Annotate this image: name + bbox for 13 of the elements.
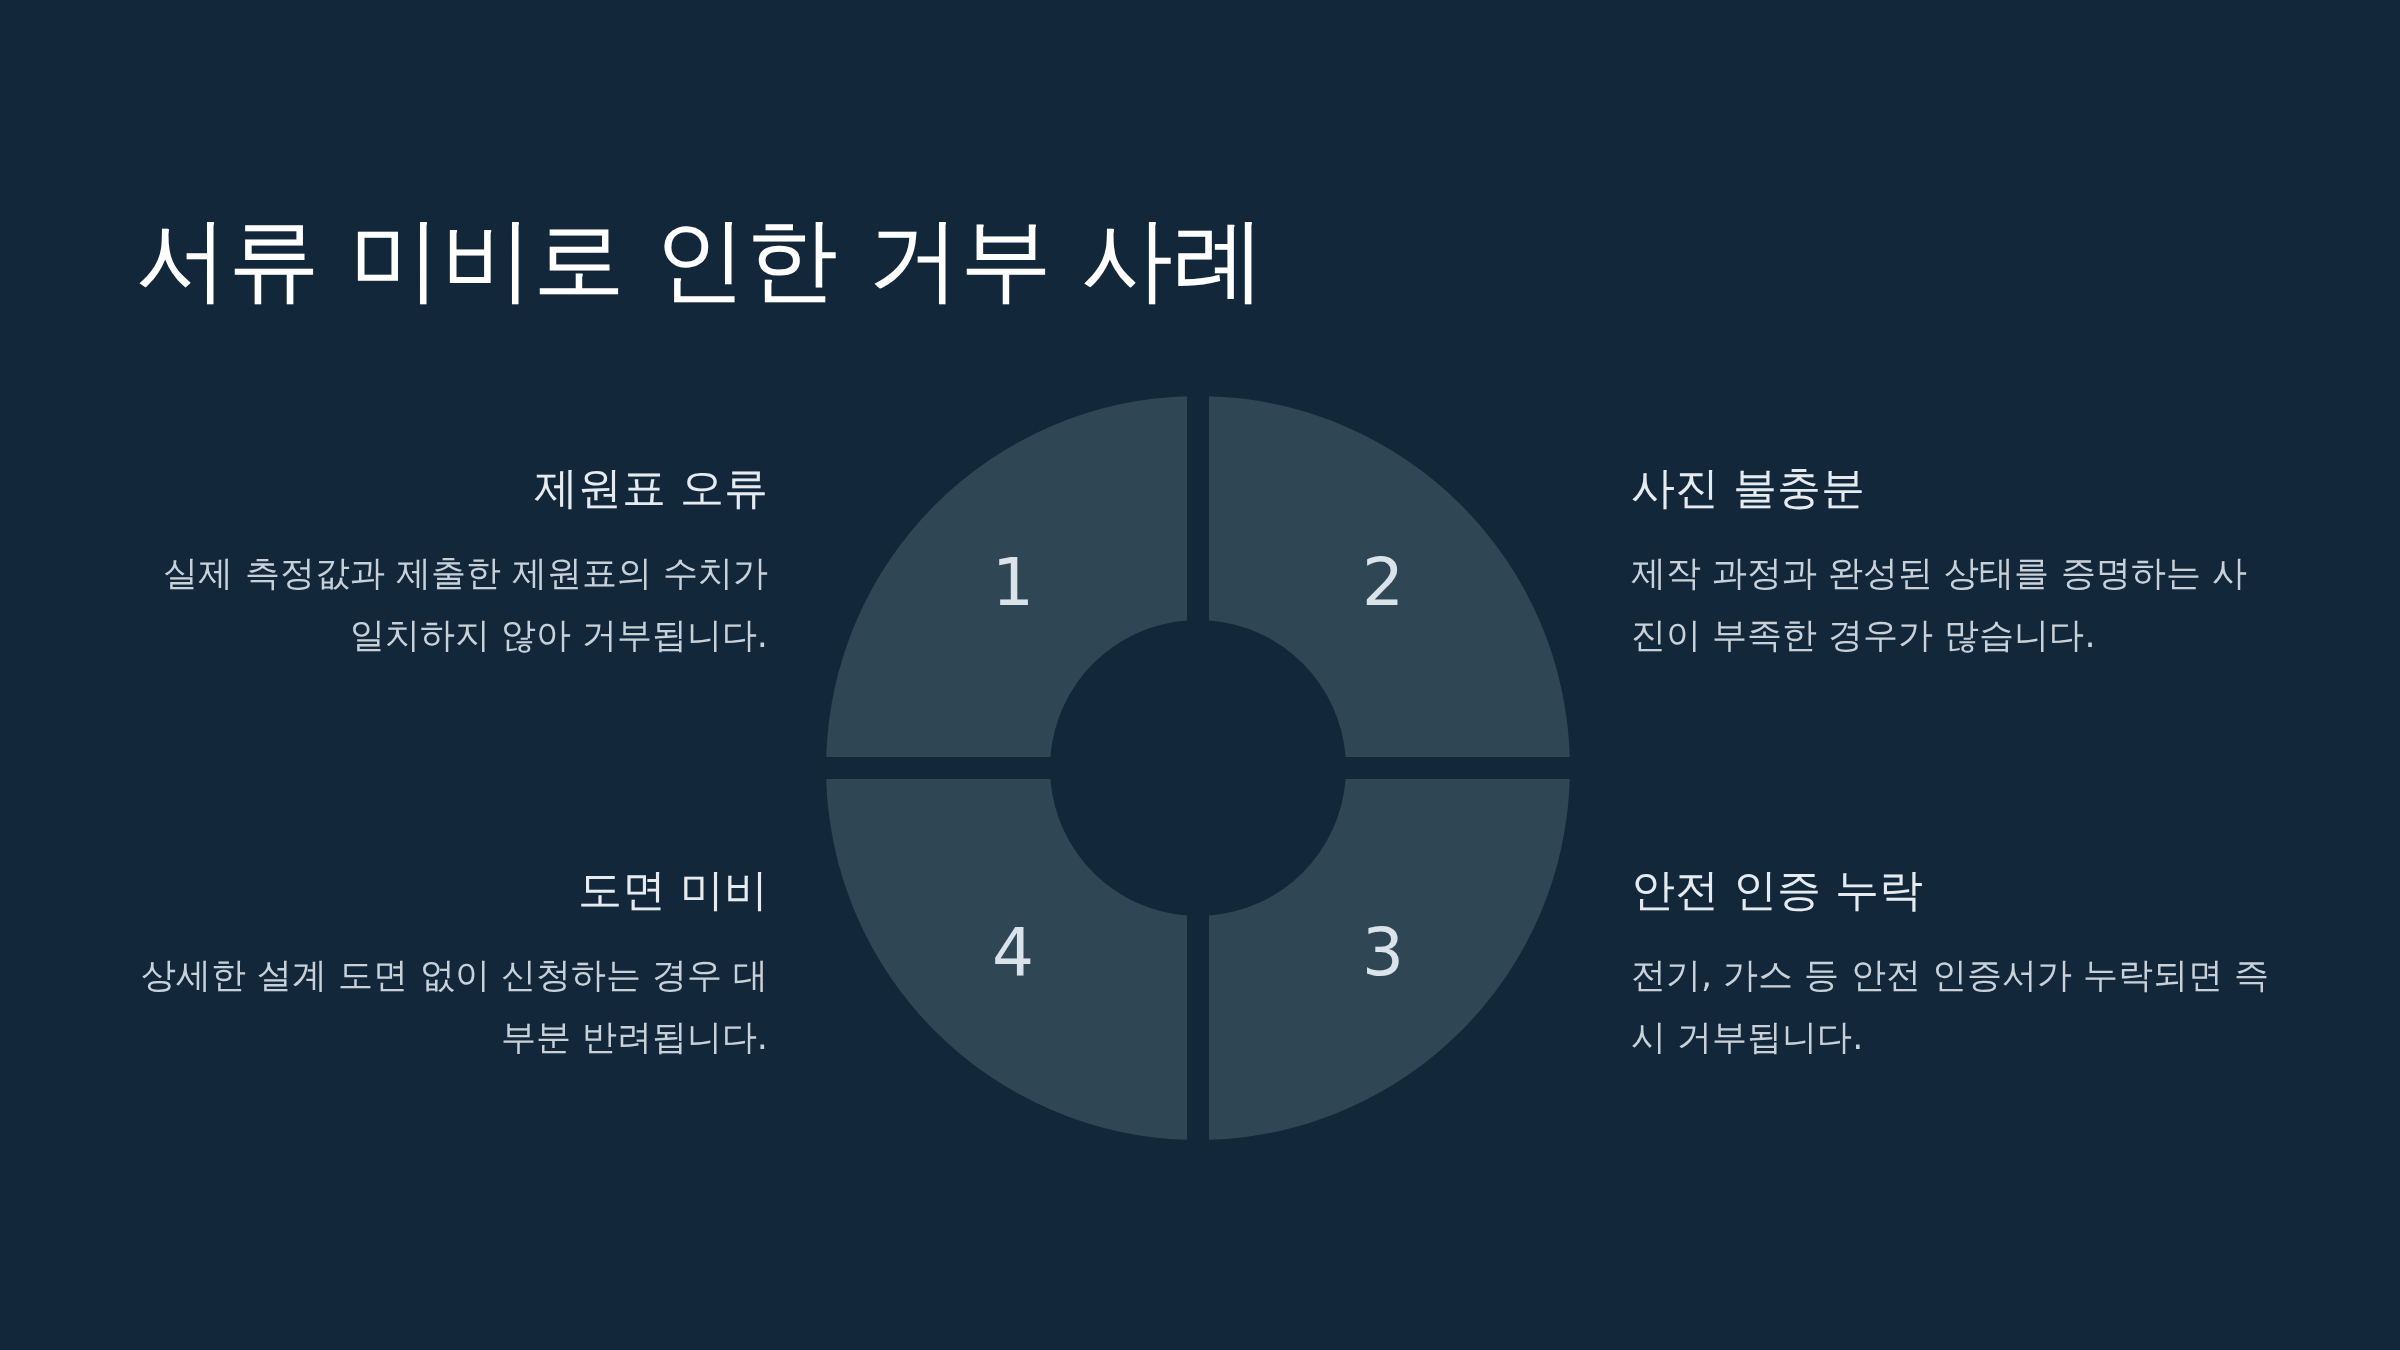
item-description: 제작 과정과 완성된 상태를 증명하는 사진이 부족한 경우가 많습니다. <box>1631 552 2248 657</box>
step-number: 1 <box>992 550 1034 616</box>
item-heading: 제원표 오류 <box>533 462 768 515</box>
step-number: 3 <box>1362 920 1404 986</box>
step-number: 2 <box>1362 550 1404 616</box>
step-number: 4 <box>992 920 1034 986</box>
slide-title: 서류 미비로 인한 거부 사례 <box>136 205 1265 315</box>
item-heading: 사진 불충분 <box>1631 462 1866 515</box>
item-heading: 안전 인증 누락 <box>1631 864 1924 917</box>
item-heading: 도면 미비 <box>577 864 768 917</box>
item-description: 실제 측정값과 제출한 제원표의 수치가 일치하지 않아 거부됩니다. <box>162 552 768 657</box>
item-description: 상세한 설계 도면 없이 신청하는 경우 대부분 반려됩니다. <box>140 954 768 1059</box>
item-description: 전기, 가스 등 안전 인증서가 누락되면 즉시 거부됩니다. <box>1631 954 2270 1059</box>
